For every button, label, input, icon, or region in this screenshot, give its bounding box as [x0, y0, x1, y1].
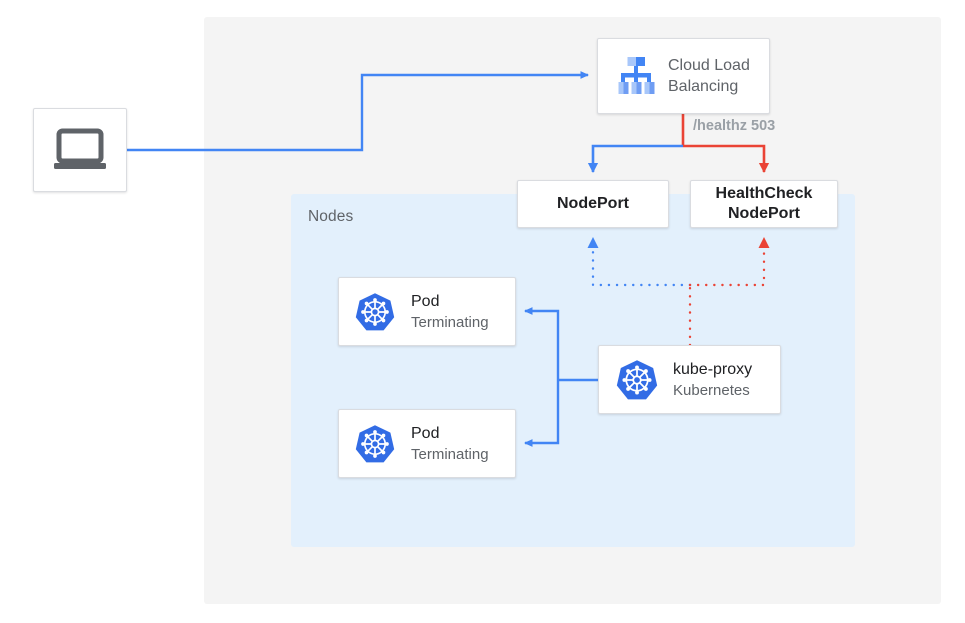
- laptop-icon: [54, 128, 106, 169]
- cloud-load-balancing-label-line2: Balancing: [668, 78, 739, 95]
- pod-status-1: Terminating: [411, 313, 489, 331]
- client-device[interactable]: [33, 108, 127, 192]
- cloud-load-balancing-label: Cloud Load Balancing: [668, 55, 750, 97]
- pod-label-group-1: Pod Terminating: [411, 291, 489, 333]
- healthcheck-nodeport-label-line2: NodePort: [728, 205, 800, 222]
- pod-node-1[interactable]: Pod Terminating: [338, 277, 516, 346]
- cloud-load-balancing-icon: [609, 54, 663, 98]
- pod-label-group-2: Pod Terminating: [411, 423, 489, 465]
- kube-proxy-label-group: kube-proxy Kubernetes: [673, 359, 752, 401]
- healthcheck-nodeport-label-line1: HealthCheck: [715, 185, 813, 202]
- pod-node-2[interactable]: Pod Terminating: [338, 409, 516, 478]
- kube-proxy-subtitle: Kubernetes: [673, 381, 750, 399]
- kube-proxy-title: kube-proxy: [673, 360, 753, 378]
- nodes-panel-label: Nodes: [308, 208, 354, 225]
- pod-status-2: Terminating: [411, 445, 489, 463]
- pod-title-2: Pod: [411, 424, 440, 442]
- nodeport-node[interactable]: NodePort: [517, 180, 669, 228]
- cloud-load-balancing-label-line1: Cloud Load: [668, 57, 750, 74]
- healthz-edge-label: /healthz 503: [693, 118, 776, 134]
- kubernetes-icon: [351, 424, 399, 464]
- nodeport-label: NodePort: [557, 195, 629, 212]
- healthcheck-nodeport-node[interactable]: HealthCheck NodePort: [690, 180, 838, 228]
- kubernetes-icon: [613, 359, 661, 401]
- kubernetes-icon: [351, 292, 399, 332]
- cloud-load-balancing-node[interactable]: Cloud Load Balancing: [597, 38, 770, 114]
- pod-title-1: Pod: [411, 292, 440, 310]
- kube-proxy-node[interactable]: kube-proxy Kubernetes: [598, 345, 781, 414]
